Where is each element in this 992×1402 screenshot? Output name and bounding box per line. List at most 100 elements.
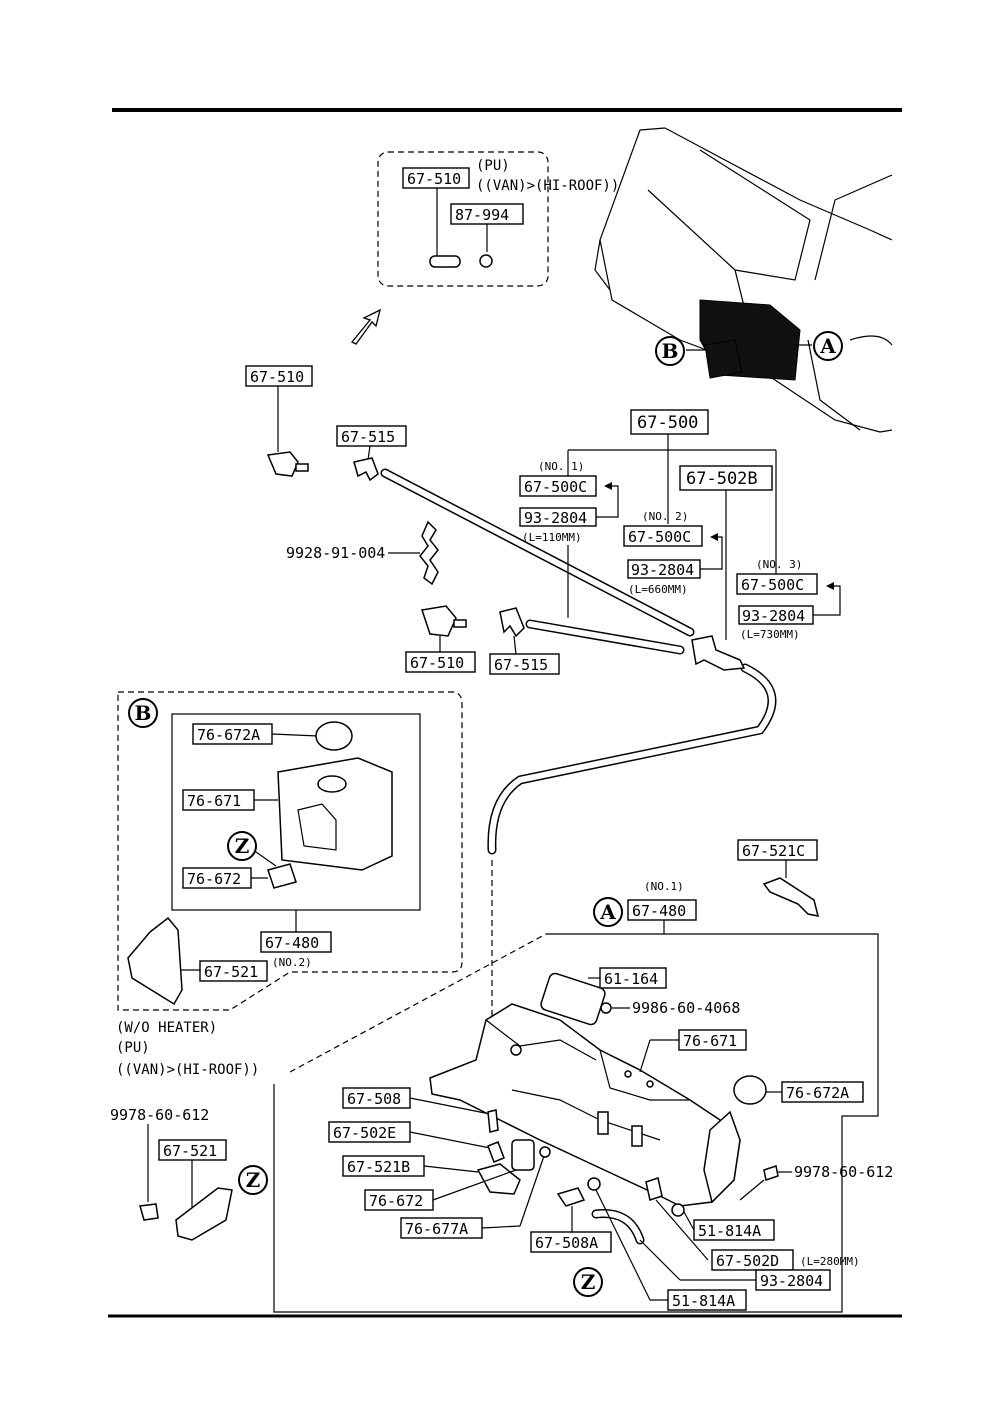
grommet-lower-icon — [587, 1177, 601, 1191]
part-67-508a: 67-508A — [530, 1231, 612, 1253]
tank-recess — [297, 803, 337, 851]
svg-text:67-500: 67-500 — [637, 413, 698, 433]
svg-text:76-671: 76-671 — [683, 1032, 737, 1050]
washer-nozzle-lower-icon — [421, 605, 457, 637]
part-76-671-inset: 76-671 — [182, 789, 255, 811]
part-67-510-upper: 67-510 — [245, 365, 313, 387]
wire-harness-clip-icon — [419, 520, 439, 586]
svg-text:67-480: 67-480 — [632, 902, 686, 920]
part-61-164: 61-164 — [599, 967, 667, 989]
svg-text:B: B — [662, 339, 679, 363]
nozzle-variant-inset — [377, 151, 549, 287]
screw-9986-icon — [600, 1002, 612, 1014]
part-9928-91-004: 9928-91-004 — [286, 544, 385, 562]
tank-filler-neck-icon — [317, 775, 347, 793]
part-67-502b: 67-502B — [679, 465, 773, 491]
svg-text:51-814A: 51-814A — [698, 1222, 761, 1240]
leader-51-814a-right — [683, 1211, 695, 1231]
part-76-672-inset: 76-672 — [182, 867, 252, 889]
svg-text:67-508A: 67-508A — [535, 1234, 598, 1252]
leader-67-502d — [655, 1199, 709, 1261]
part-67-508: 67-508 — [342, 1087, 411, 1109]
plug-part-icon — [429, 255, 461, 268]
main-section-frame — [273, 933, 879, 1313]
hose-elbow-icon — [645, 1177, 663, 1201]
grommet-part-icon — [479, 254, 493, 268]
hose-clip-lower-icon — [499, 607, 525, 638]
note-van-hiroof-top: ((VAN)>(HI-ROOF)) — [476, 178, 619, 194]
main-washer-tank-assembly — [429, 1003, 741, 1207]
svg-text:93-2804: 93-2804 — [742, 607, 805, 625]
svg-text:B: B — [135, 701, 152, 725]
part-76-671-main: 76-671 — [678, 1029, 747, 1051]
tank-variant-inset-b — [117, 691, 463, 1011]
callout-b-vehicle: B — [655, 336, 685, 366]
bracket-no2 — [700, 536, 723, 570]
part-93-2804-no3: 93-2804 — [738, 605, 814, 625]
note-pu-top: (PU) — [476, 158, 510, 174]
leader-93-2804-main — [639, 1239, 681, 1281]
svg-text:93-2804: 93-2804 — [524, 509, 587, 527]
direction-arrow-icon — [350, 308, 381, 345]
arrow-no2 — [710, 533, 718, 541]
part-9978-60-612-left: 9978-60-612 — [110, 1106, 209, 1124]
part-67-510-top: 67-510 — [402, 167, 470, 189]
bracket-no1 — [596, 485, 619, 518]
svg-text:67-521C: 67-521C — [742, 842, 805, 860]
hose-bracket-icon — [762, 877, 820, 917]
part-67-521c: 67-521C — [737, 839, 818, 861]
svg-text:67-500C: 67-500C — [524, 478, 587, 496]
hose-joint-icon — [691, 635, 746, 671]
arrow-no3 — [826, 582, 834, 590]
part-93-2804-no1: 93-2804 — [519, 507, 597, 527]
svg-text:67-510: 67-510 — [407, 170, 461, 188]
leader-9978-right-b — [739, 1179, 765, 1201]
mounting-bracket-icon — [175, 1187, 233, 1241]
washer-nozzle-icon — [266, 451, 299, 477]
screw-9978-left-icon — [139, 1203, 159, 1221]
leader-76-671-main-b — [639, 1039, 651, 1073]
svg-text:76-672: 76-672 — [369, 1192, 423, 1210]
svg-text:67-521: 67-521 — [204, 963, 258, 981]
svg-text:67-521: 67-521 — [163, 1142, 217, 1160]
svg-text:67-502E: 67-502E — [333, 1124, 396, 1142]
washer-hoses — [380, 468, 777, 855]
part-76-672a-main: 76-672A — [781, 1081, 864, 1103]
svg-text:76-672A: 76-672A — [786, 1084, 849, 1102]
tank-cap-icon — [315, 721, 353, 751]
leader-67-502e — [409, 1131, 491, 1149]
grommet-main-icon — [539, 1146, 551, 1158]
part-93-2804-main: 93-2804 — [755, 1269, 831, 1291]
svg-text:67-508: 67-508 — [347, 1090, 401, 1108]
svg-text:67-500C: 67-500C — [628, 528, 691, 546]
washer-pump-icon — [267, 863, 297, 889]
svg-text:67-502D: 67-502D — [716, 1252, 779, 1270]
part-93-2804-no2: 93-2804 — [627, 559, 701, 579]
svg-text:67-480: 67-480 — [265, 934, 319, 952]
inset-connection-dashed — [289, 933, 547, 1073]
svg-text:Z: Z — [246, 1168, 261, 1192]
leader-76-677a-b — [519, 1155, 545, 1227]
svg-text:Z: Z — [581, 1270, 596, 1294]
svg-text:67-500C: 67-500C — [741, 576, 804, 594]
part-76-672-main: 76-672 — [364, 1189, 434, 1211]
leader-76-672-main — [432, 1169, 517, 1201]
part-67-500c-no3: 67-500C — [736, 573, 818, 595]
leader-76-672a-inset — [271, 733, 319, 737]
part-67-480-no1: 67-480 — [627, 899, 697, 921]
hose-short-icon — [487, 1141, 505, 1163]
note-pu-lower: (PU) — [116, 1040, 150, 1056]
svg-text:67-510: 67-510 — [410, 654, 464, 672]
arrow-no1 — [604, 482, 612, 490]
vehicle-front-sketch — [594, 127, 893, 433]
part-87-994: 87-994 — [450, 203, 524, 225]
part-67-521-inset: 67-521 — [199, 960, 268, 982]
check-valve-icon — [487, 1109, 499, 1133]
hose-clip-icon — [353, 457, 379, 482]
part-67-502d: 67-502D — [711, 1249, 794, 1271]
note-l280: (L=280MM) — [800, 1255, 860, 1268]
svg-text:61-164: 61-164 — [604, 970, 658, 988]
leader-67-515-upper — [367, 445, 371, 461]
svg-text:67-502B: 67-502B — [686, 469, 758, 489]
svg-text:76-672: 76-672 — [187, 870, 241, 888]
